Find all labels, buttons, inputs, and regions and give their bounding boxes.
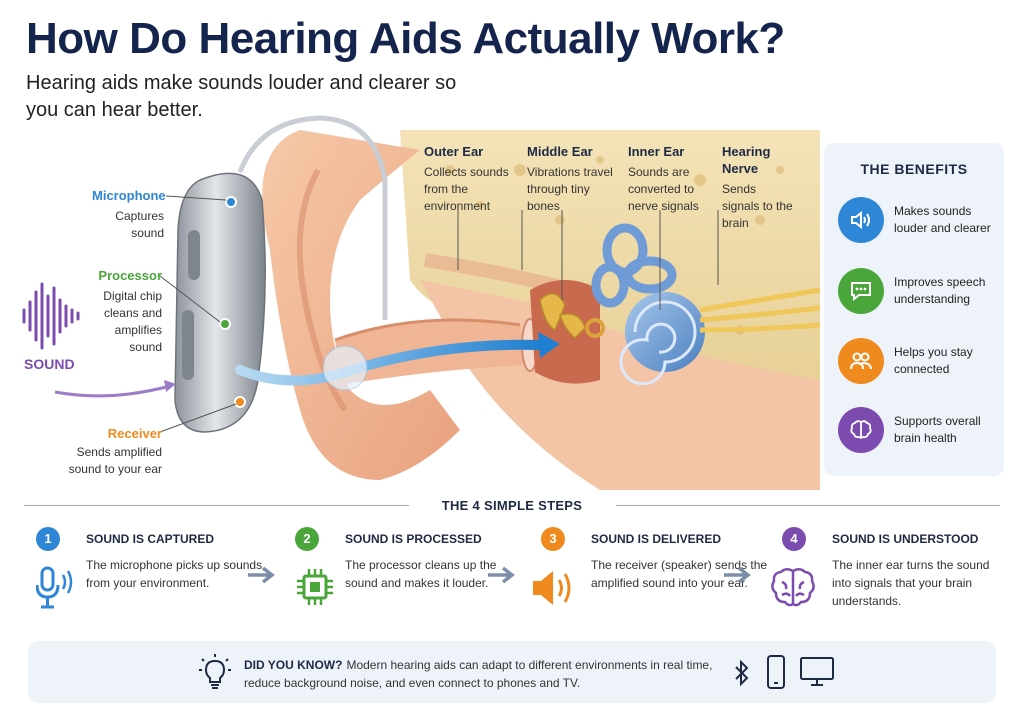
processor-heading: Processor: [98, 268, 162, 283]
did-you-know-panel: DID YOU KNOW?Modern hearing aids can ada…: [28, 641, 996, 703]
step-heading: SOUND IS UNDERSTOOD: [832, 532, 979, 546]
benefit-item: Improves speech understanding: [838, 268, 998, 316]
speaker-icon: [529, 565, 579, 616]
microphone-heading: Microphone: [92, 188, 166, 203]
outer-ear-label: Outer Ear Collects sounds from the envir…: [424, 143, 524, 215]
inner-ear-text: Sounds are converted to nerve signals: [628, 165, 699, 213]
step-text: The processor cleans up the sound and ma…: [345, 558, 497, 590]
processor-label: Processor Digital chip cleans and amplif…: [92, 267, 162, 356]
step-heading: SOUND IS CAPTURED: [86, 532, 215, 546]
step-number: 2: [295, 527, 319, 551]
people-icon: [838, 338, 884, 384]
benefit-item: Supports overall brain health: [838, 407, 998, 455]
brain-icon: [838, 407, 884, 453]
benefit-item: Helps you stay connected: [838, 338, 998, 386]
did-you-know-label: DID YOU KNOW?: [244, 658, 343, 672]
bluetooth-icon: [732, 659, 752, 692]
page-title: How Do Hearing Aids Actually Work?: [26, 14, 785, 63]
arrow-right-icon: [488, 566, 515, 584]
benefit-item: Makes sounds louder and clearer: [838, 197, 998, 245]
sound-label: SOUND: [24, 356, 75, 372]
step-text: The inner ear turns the sound into signa…: [832, 558, 990, 608]
outer-ear-text: Collects sounds from the environment: [424, 165, 509, 213]
benefit-text: Helps you stay connected: [894, 345, 973, 376]
did-you-know-text: DID YOU KNOW?Modern hearing aids can ada…: [244, 656, 744, 692]
step-number: 3: [541, 527, 565, 551]
middle-ear-label: Middle Ear Vibrations travel through tin…: [527, 143, 617, 215]
divider-line: [24, 505, 409, 506]
arrow-right-icon: [724, 566, 751, 584]
steps-title: THE 4 SIMPLE STEPS: [441, 498, 583, 513]
inner-ear-label: Inner Ear Sounds are converted to nerve …: [628, 143, 708, 215]
chip-icon: [295, 567, 335, 612]
benefit-text: Improves speech understanding: [894, 275, 986, 306]
did-you-know-body: Modern hearing aids can adapt to differe…: [244, 658, 713, 690]
hearing-nerve-label: Hearing Nerve Sends signals to the brain: [722, 143, 796, 232]
ear-illustration: [22, 115, 820, 490]
step-number: 1: [36, 527, 60, 551]
middle-ear-text: Vibrations travel through tiny bones: [527, 165, 613, 213]
step-3: 3 SOUND IS DELIVERED The receiver (speak…: [533, 527, 771, 627]
microphone-label: Microphone Captures sound: [92, 187, 166, 242]
outer-ear-heading: Outer Ear: [424, 144, 484, 159]
step-heading: SOUND IS DELIVERED: [591, 532, 722, 546]
steps-heading: THE 4 SIMPLE STEPS: [24, 496, 1000, 516]
step-1: 1 SOUND IS CAPTURED The microphone picks…: [35, 527, 266, 627]
middle-ear-heading: Middle Ear: [527, 144, 593, 159]
arrow-right-icon: [248, 566, 275, 584]
benefits-title: THE BENEFITS: [860, 161, 968, 177]
step-number: 4: [782, 527, 806, 551]
inner-ear-heading: Inner Ear: [628, 144, 685, 159]
hearing-nerve-text: Sends signals to the brain: [722, 182, 793, 230]
speech-bubble-icon: [838, 268, 884, 314]
divider-line: [616, 505, 1000, 506]
step-4: 4 SOUND IS UNDERSTOOD The inner ear turn…: [771, 527, 1002, 627]
microphone-text: Captures sound: [115, 209, 164, 240]
hearing-nerve-heading: Hearing Nerve: [722, 144, 771, 176]
step-2: 2 SOUND IS PROCESSED The processor clean…: [295, 527, 525, 627]
brain-icon: [768, 565, 818, 616]
step-heading: SOUND IS PROCESSED: [345, 532, 482, 546]
processor-text: Digital chip cleans and amplifies sound: [103, 289, 162, 354]
speaker-icon: [838, 197, 884, 243]
step-text: The microphone picks up sounds from your…: [86, 558, 263, 590]
step-text: The receiver (speaker) sends the amplifi…: [591, 558, 768, 590]
benefits-panel: THE BENEFITS Makes sounds louder and cle…: [824, 143, 1004, 476]
receiver-heading: Receiver: [107, 426, 162, 441]
phone-icon: [766, 655, 786, 694]
page-subtitle: Hearing aids make sounds louder and clea…: [26, 72, 457, 121]
tv-icon: [800, 657, 834, 692]
lightbulb-icon: [198, 653, 232, 698]
benefit-text: Supports overall brain health: [894, 414, 981, 445]
receiver-text: Sends amplified sound to your ear: [68, 445, 162, 476]
receiver-label: Receiver Sends amplified sound to your e…: [66, 425, 162, 478]
benefit-text: Makes sounds louder and clearer: [894, 204, 991, 235]
microphone-icon: [35, 565, 76, 616]
